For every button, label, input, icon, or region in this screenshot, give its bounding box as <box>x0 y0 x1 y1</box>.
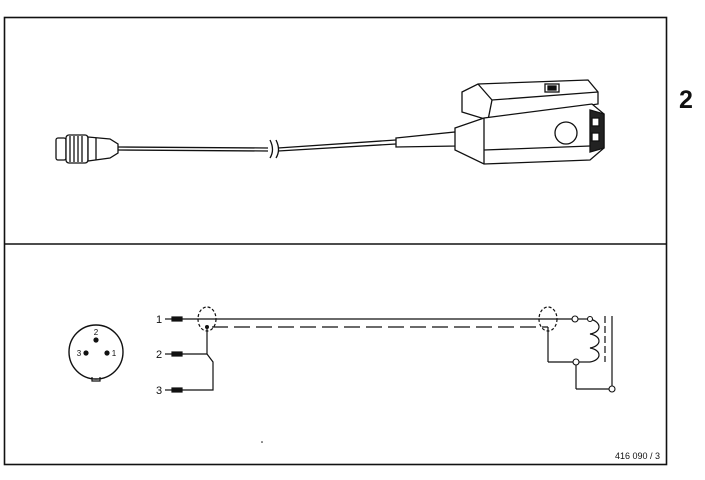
cable-segment-left <box>117 146 269 149</box>
inductive-clamp <box>454 79 605 165</box>
wire-label-2: 2 <box>156 349 162 361</box>
cable-illustration <box>55 79 605 165</box>
pin-2-dot <box>93 337 99 343</box>
page-number: 2 <box>679 86 693 114</box>
schematic-wiring <box>165 306 613 393</box>
cable-segment-right <box>277 139 397 149</box>
pickup-coil <box>589 318 600 363</box>
wire-label-1: 1 <box>156 314 162 326</box>
connector-key <box>91 377 101 382</box>
cable-break-mark <box>269 139 274 159</box>
shield-junction <box>205 325 209 329</box>
stray-mark <box>261 441 263 443</box>
pin-label-3: 3 <box>77 349 82 358</box>
strain-relief <box>395 131 458 148</box>
outer-frame <box>3 16 668 466</box>
pin-label-1: 1 <box>112 349 117 358</box>
round-plug <box>55 134 119 164</box>
junction-nodes <box>571 315 616 393</box>
pin-label-2: 2 <box>94 328 99 337</box>
connector-face: 2 3 1 <box>68 324 124 382</box>
pin-1-dot <box>104 350 110 356</box>
pin-3-dot <box>83 350 89 356</box>
wire-label-3: 3 <box>156 385 162 397</box>
figure-code: 416 090 / 3 <box>615 451 660 461</box>
